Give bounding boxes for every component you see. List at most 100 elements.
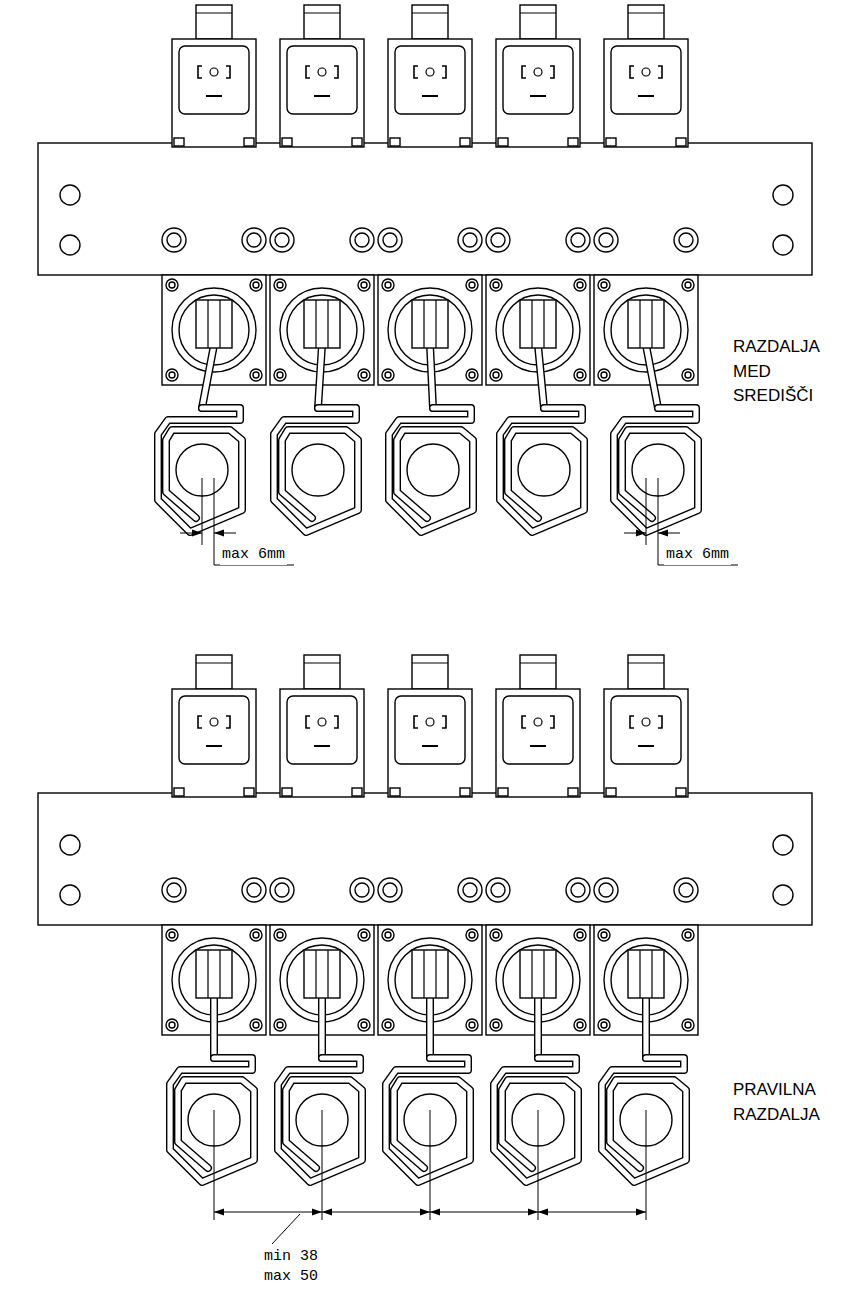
body-screw [253,1022,259,1028]
wire-clamp [274,408,358,532]
wire-clamp [386,1058,470,1182]
coil-symbol [522,66,554,78]
coil-connector [520,655,556,689]
clamp-stem [318,345,322,408]
bar-screw [242,228,266,252]
body-screw [277,372,283,378]
valve-slot [412,950,448,998]
coil-connector [520,662,556,663]
valve-slot [327,300,328,348]
extension-line [322,1110,323,1220]
coil-foot [676,138,686,146]
extension-line [646,1110,647,1220]
body-screw [469,932,475,938]
body-screw [682,279,694,291]
body-screw [166,279,178,291]
body-screw [385,932,391,938]
wire-clamp [158,408,242,532]
wire-clamp [389,408,473,532]
dimension-label: max 50 [262,1267,320,1287]
coil-connector [304,662,340,663]
valve-slot [207,300,208,348]
mounting-bar [38,793,812,925]
bar-screw [463,883,477,897]
arrow-head [214,1209,224,1216]
mounting-hole [773,235,793,255]
body-screw [250,369,262,381]
bar-screw [355,883,369,897]
bar-screw [599,233,613,247]
coil-symbol [414,66,446,78]
coil-foot [606,138,616,146]
body-screw [685,1022,691,1028]
body-screw [577,1022,583,1028]
valve-slot [435,300,436,348]
clamp-stem [642,995,650,1058]
bar-screw [247,233,261,247]
coil-foot [390,788,400,796]
clamp-stem [538,345,544,408]
valve-body [162,275,266,385]
arrow-head [322,1209,332,1216]
body-screw [277,932,283,938]
body-screw [601,372,607,378]
bar-screw [594,878,618,902]
valve-slot [628,950,664,998]
coil-foot [460,788,470,796]
bar-screw [275,233,289,247]
body-screw [601,932,607,938]
bar-screw [491,883,505,897]
arrow-head [430,1209,440,1216]
body-screw [574,369,586,381]
coil-symbol [318,68,326,76]
coil-connector [412,662,448,663]
wire-clamp [494,1058,578,1182]
coil-connector [412,12,448,13]
body-screw [274,279,286,291]
coil-symbol [638,745,654,747]
coil-symbol [426,718,434,726]
view-label: RAZDALJA MED SREDIŠČI [733,335,837,409]
coil-connector [412,655,448,689]
clamp-stem [430,345,433,408]
solenoid-coil [280,689,364,797]
coil-symbol [206,745,222,747]
bar-screw [247,883,261,897]
coil-foot [352,138,362,146]
body-screw [361,372,367,378]
coil-connector [304,655,340,689]
arrow-head [528,1209,538,1216]
extension-line [430,1110,431,1220]
coil-connector [628,655,664,689]
extension-line [538,1110,539,1220]
wire-clamp [500,408,584,532]
arrow-head [214,530,224,537]
body-screw [490,279,502,291]
clamp-stem [534,995,542,1058]
body-screw [358,279,370,291]
coil-plug [287,46,357,114]
coil-symbol [306,716,338,728]
wire-clamp [494,1058,578,1182]
body-screw [250,929,262,941]
coil-symbol [210,68,218,76]
body-screw [493,932,499,938]
arrow-head [420,1209,430,1216]
bar-screw [571,233,585,247]
coil-connector [412,5,448,39]
body-screw [574,279,586,291]
coil-connector [304,12,340,13]
clamp-stem [646,345,658,408]
coil-symbol [630,716,662,728]
coil-foot [498,788,508,796]
body-screw [166,369,178,381]
valve-slot [639,950,640,998]
valve-slot [219,300,220,348]
coil-foot [282,788,292,796]
coil-plug [503,696,573,764]
valve-slot [520,300,556,348]
coil-symbol [318,718,326,726]
bar-screw [594,228,618,252]
body-screw [250,1019,262,1031]
pipe-section [292,444,344,496]
